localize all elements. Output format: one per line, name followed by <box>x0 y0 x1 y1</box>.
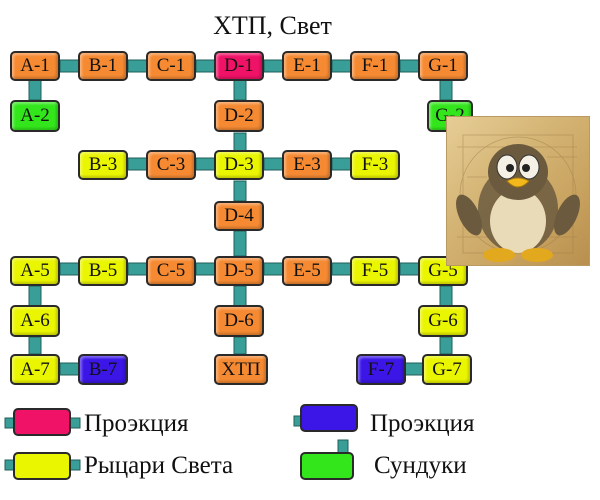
room-d-3: D-3 <box>214 150 264 180</box>
room-e-3: E-3 <box>282 150 332 180</box>
room-e-5: E-5 <box>282 256 332 286</box>
room-c-3: C-3 <box>146 150 196 180</box>
legend-label-chests: Сундуки <box>374 452 467 479</box>
room-c-5: C-5 <box>146 256 196 286</box>
room-f-1: F-1 <box>350 51 400 81</box>
connector <box>331 59 353 73</box>
room-d-4: D-4 <box>214 201 264 231</box>
connector <box>28 285 42 307</box>
room-b-3: B-3 <box>78 150 128 180</box>
legend-swatch-knights-of-light <box>13 452 71 480</box>
connector <box>195 59 217 73</box>
legend-swatch-projection-light <box>13 408 71 436</box>
connector <box>439 79 453 101</box>
room-d-2: D-2 <box>214 100 264 132</box>
legend-label-projection-dark: Проэкция <box>370 410 475 437</box>
connector <box>331 157 353 171</box>
room-b-1: B-1 <box>78 51 128 81</box>
legend-swatch-chests <box>300 452 354 480</box>
room-e-1: E-1 <box>282 51 332 81</box>
room-d-6: D-6 <box>214 305 264 337</box>
connector <box>331 262 353 276</box>
room-a-7: A-7 <box>10 354 60 385</box>
room-a-1: A-1 <box>10 51 60 81</box>
room-b-5: B-5 <box>78 256 128 286</box>
room-g-6: G-6 <box>418 305 468 337</box>
connector <box>439 336 453 355</box>
connector <box>127 262 149 276</box>
connector <box>69 459 81 471</box>
connector <box>127 157 149 171</box>
connector <box>28 336 42 355</box>
room-f-3: F-3 <box>350 150 400 180</box>
connector <box>233 285 247 307</box>
legend-label-projection-light: Проэкция <box>84 410 189 437</box>
room-a-2: A-2 <box>10 100 60 132</box>
legend-swatch-projection-dark <box>300 404 358 432</box>
room-g-5: G-5 <box>418 256 468 286</box>
room-g-1: G-1 <box>418 51 468 81</box>
connector <box>59 362 81 376</box>
connector <box>233 230 247 257</box>
connector <box>28 79 42 101</box>
room-f-7: F-7 <box>356 354 406 385</box>
connector <box>59 262 81 276</box>
room-xtp: ХТП <box>214 354 268 385</box>
room-f-5: F-5 <box>350 256 400 286</box>
connector <box>263 262 285 276</box>
room-d-5: D-5 <box>214 256 264 286</box>
map-title: ХТП, Свет <box>213 11 332 40</box>
room-a-6: A-6 <box>10 305 60 337</box>
room-g-7: G-7 <box>422 354 472 385</box>
connector <box>399 262 421 276</box>
connector <box>439 285 453 307</box>
legend-label-knights-of-light: Рыцари Света <box>84 452 234 479</box>
connector <box>403 362 425 376</box>
connector <box>195 262 217 276</box>
connector <box>233 336 247 355</box>
connector <box>399 59 421 73</box>
connector <box>59 59 81 73</box>
room-a-5: A-5 <box>10 256 60 286</box>
connector <box>233 79 247 101</box>
connector <box>127 59 149 73</box>
room-c-1: C-1 <box>146 51 196 81</box>
connector <box>233 180 247 202</box>
penguin-icon <box>456 134 580 262</box>
room-b-7: B-7 <box>78 354 128 385</box>
connector <box>69 417 81 429</box>
connector <box>263 59 285 73</box>
penguin-picture <box>446 116 590 266</box>
room-d-1: D-1 <box>214 51 264 81</box>
connector <box>195 157 217 171</box>
connector <box>263 157 285 171</box>
